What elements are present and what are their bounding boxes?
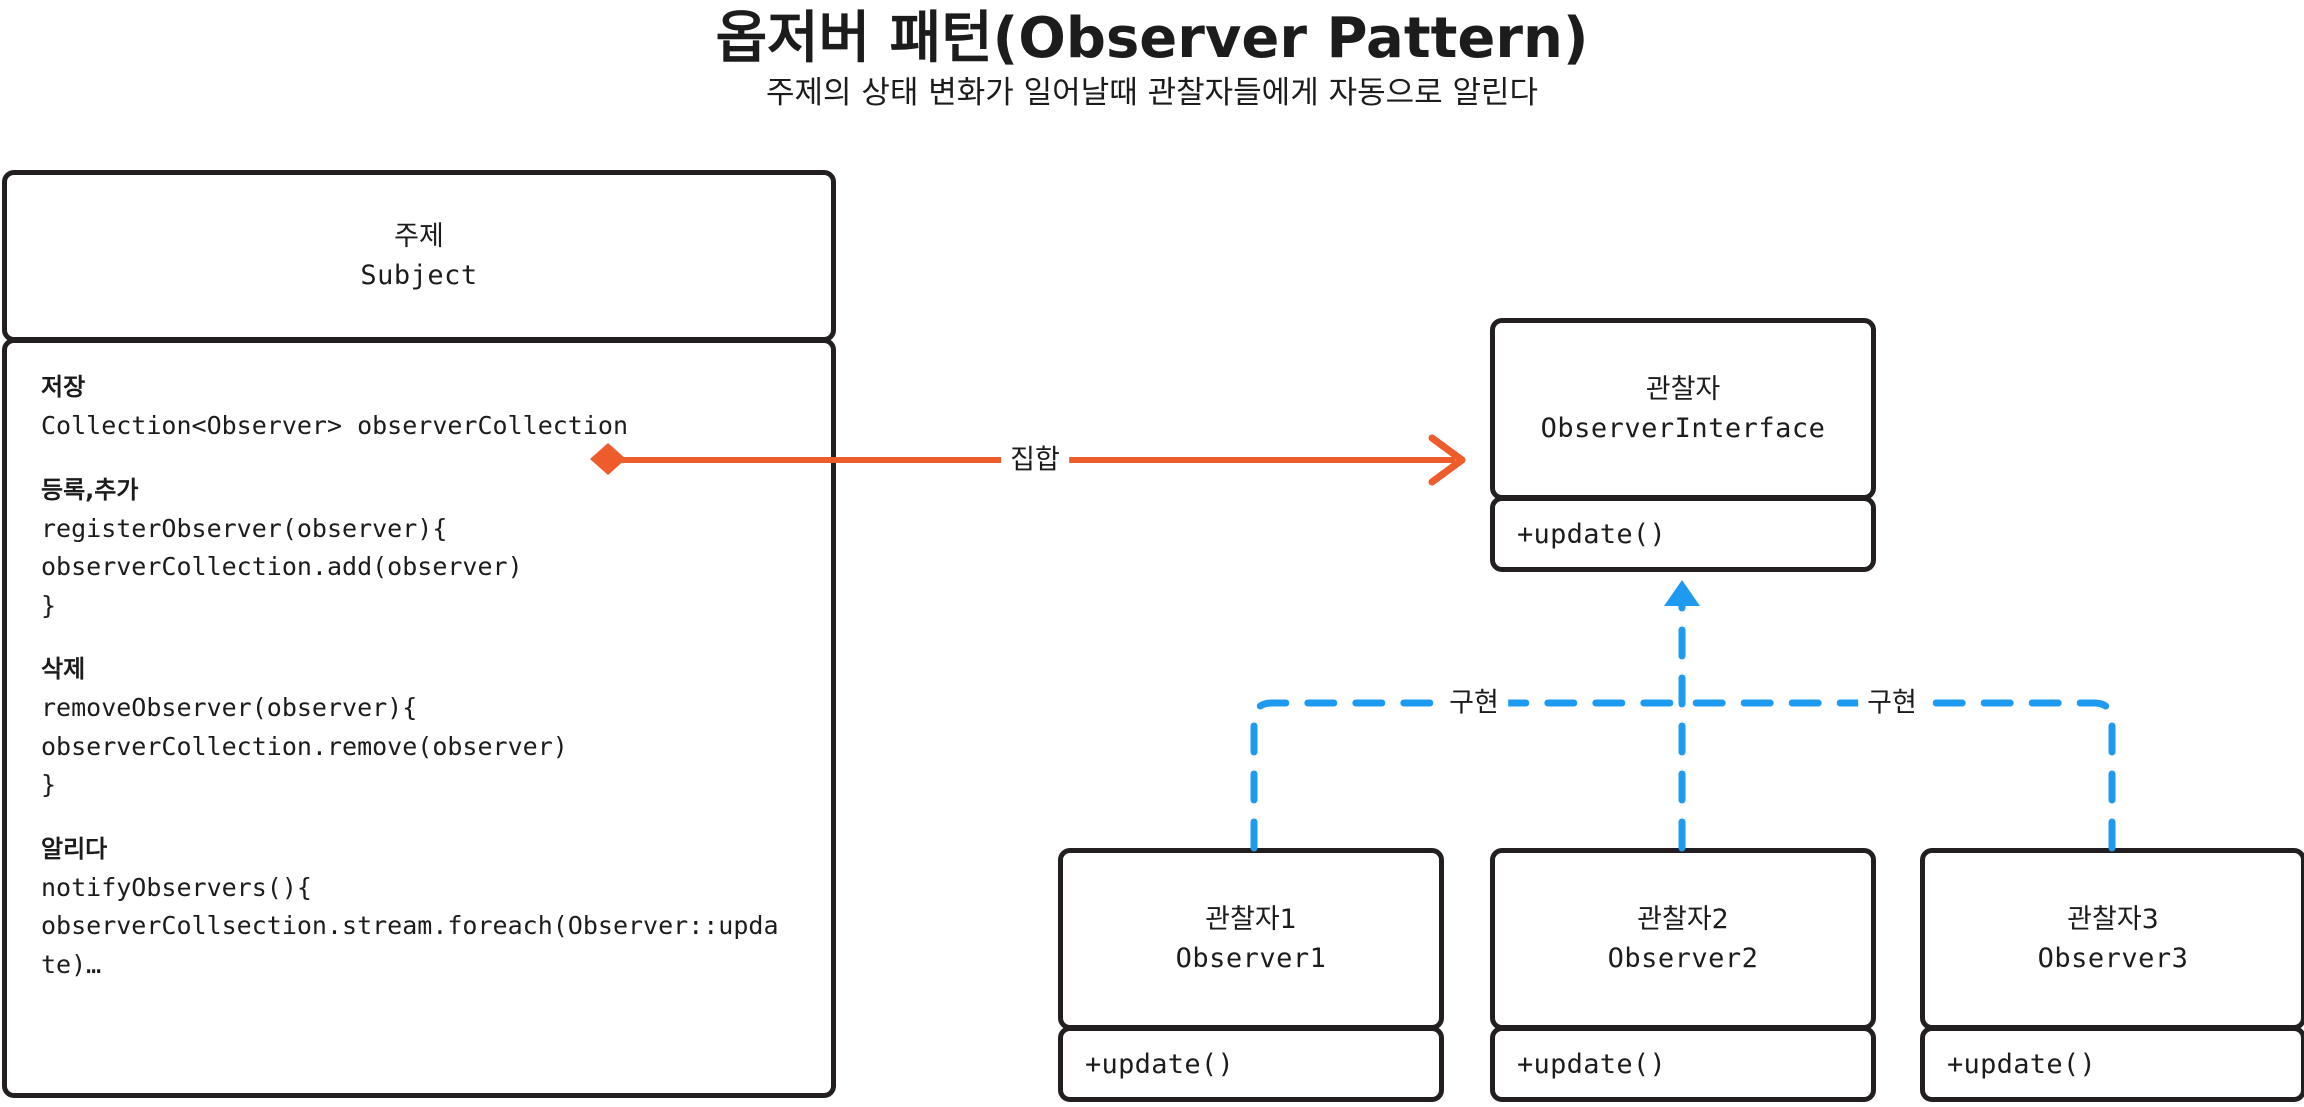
class-box-observer2[interactable]: 관찰자2 Observer2 +update() xyxy=(1490,848,1876,1102)
code-line: Collection<Observer> observerCollection xyxy=(41,411,628,440)
observer3-name-en: Observer3 xyxy=(2037,943,2189,974)
code-line: te)… xyxy=(41,949,102,979)
observer3-title-section: 관찰자3 Observer3 xyxy=(1920,848,2304,1030)
realization-edges xyxy=(1250,580,2116,852)
subject-body-section: 저장 Collection<Observer> observerCollecti… xyxy=(2,338,836,1098)
observer2-name-en: Observer2 xyxy=(1607,943,1759,974)
code-group-label: 삭제 xyxy=(41,655,86,683)
page-subtitle: 주제의 상태 변화가 일어날때 관찰자들에게 자동으로 알린다 xyxy=(765,74,1539,111)
realization-line-observer1 xyxy=(1250,699,1680,852)
observer-interface-name-ko: 관찰자 xyxy=(1645,373,1721,405)
subject-name-en: Subject xyxy=(360,260,478,291)
observer1-members-section: +update() xyxy=(1058,1026,1444,1102)
code-line: } xyxy=(41,770,57,799)
observer1-name-ko: 관찰자1 xyxy=(1205,903,1297,935)
observer1-title-section: 관찰자1 Observer1 xyxy=(1058,848,1444,1030)
diagram-header: 옵저버 패턴(Observer Pattern) 주제의 상태 변화가 일어날때… xyxy=(0,0,2304,112)
class-box-observer1[interactable]: 관찰자1 Observer1 +update() xyxy=(1058,848,1444,1102)
code-group-notify: 알리다 notifyObservers(){ observerCollsecti… xyxy=(41,831,797,985)
code-line: observerCollection.add(observer) xyxy=(41,552,523,581)
code-line: registerObserver(observer){ xyxy=(41,513,448,543)
subject-title-section: 주제 Subject xyxy=(2,170,836,342)
edge-label-realization-right: 구현 xyxy=(1858,689,1926,717)
code-group-label: 알리다 xyxy=(41,834,108,863)
code-line: } xyxy=(41,590,57,620)
member-update: +update() xyxy=(1947,1048,2096,1080)
code-group-store: 저장 Collection<Observer> observerCollecti… xyxy=(41,369,797,446)
edge-label-realization-left: 구현 xyxy=(1440,689,1508,717)
code-line: notifyObservers(){ xyxy=(41,872,312,902)
observer3-name-ko: 관찰자3 xyxy=(2067,903,2159,935)
code-group-label: 등록,추가 xyxy=(41,475,139,504)
observer3-members-section: +update() xyxy=(1920,1026,2304,1102)
observer2-name-ko: 관찰자2 xyxy=(1637,903,1729,935)
class-box-observer-interface[interactable]: 관찰자 ObserverInterface +update() xyxy=(1490,318,1876,572)
observer2-title-section: 관찰자2 Observer2 xyxy=(1490,848,1876,1030)
class-box-subject[interactable]: 주제 Subject 저장 Collection<Observer> obser… xyxy=(2,170,836,1098)
observer1-name-en: Observer1 xyxy=(1175,943,1327,974)
code-line: observerCollsection.stream.foreach(Obser… xyxy=(41,911,779,940)
realization-line-observer3 xyxy=(1686,699,2116,852)
observer2-members-section: +update() xyxy=(1490,1026,1876,1102)
aggregation-arrowhead-icon xyxy=(1428,434,1466,486)
page-title: 옵저버 패턴(Observer Pattern) xyxy=(715,6,1589,71)
code-group-register: 등록,추가 registerObserver(observer){ observ… xyxy=(41,472,797,626)
member-update: +update() xyxy=(1517,1048,1666,1080)
class-box-observer3[interactable]: 관찰자3 Observer3 +update() xyxy=(1920,848,2304,1102)
observer-interface-title-section: 관찰자 ObserverInterface xyxy=(1490,318,1876,500)
member-update: +update() xyxy=(1085,1048,1234,1080)
code-group-label: 저장 xyxy=(41,373,86,401)
member-update: +update() xyxy=(1517,518,1666,550)
code-line: observerCollection.remove(observer) xyxy=(41,731,568,761)
realization-arrowhead-icon xyxy=(1664,580,1700,606)
subject-name-ko: 주제 xyxy=(394,220,444,252)
observer-interface-members-section: +update() xyxy=(1490,496,1876,572)
observer-interface-name-en: ObserverInterface xyxy=(1540,413,1826,444)
code-line: removeObserver(observer){ xyxy=(41,693,418,722)
code-group-remove: 삭제 removeObserver(observer){ observerCol… xyxy=(41,651,797,805)
edge-label-aggregation: 집합 xyxy=(1001,446,1069,474)
